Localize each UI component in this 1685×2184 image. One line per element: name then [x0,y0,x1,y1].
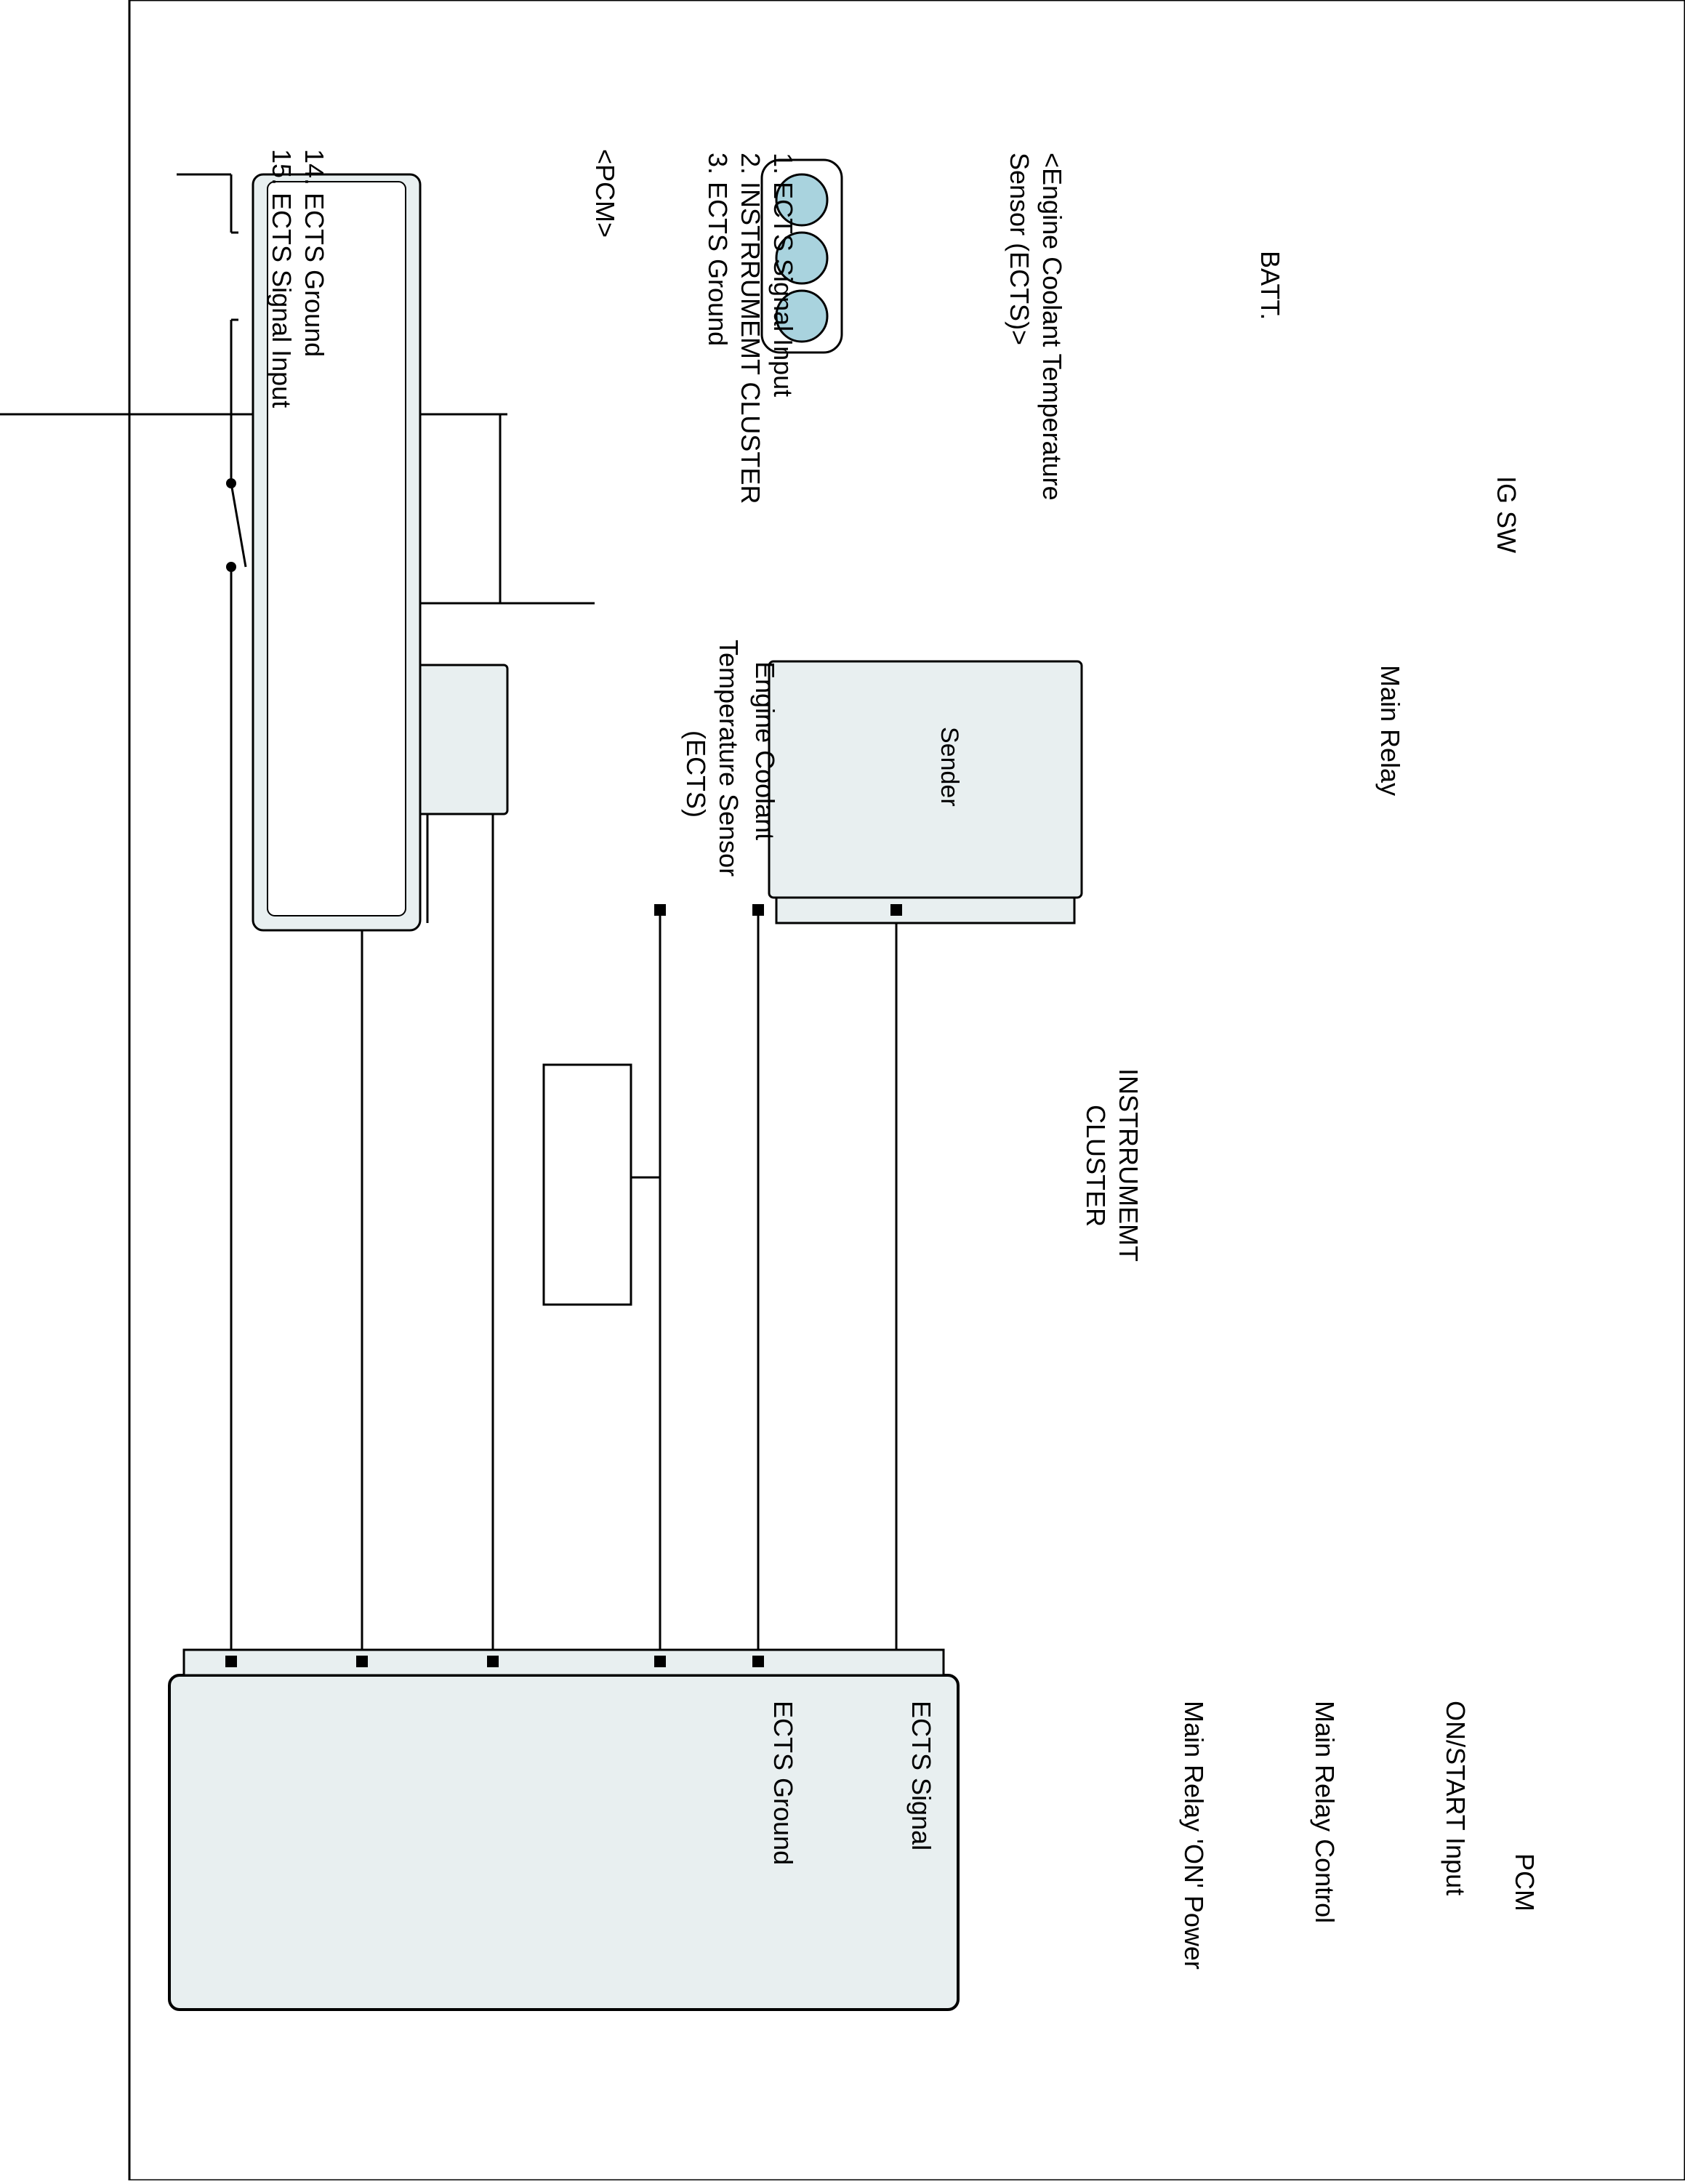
ects-connector-title-2: Sensor (ECTS)> [1005,153,1034,345]
ects-terminal-strip [775,896,1076,924]
ects-connector-title-1: <Engine Coolant Temperature [1037,153,1067,501]
ects-legend-3: 3. ECTS Ground [703,153,733,346]
ects-legend-2: 2. INSTRRUMEMT CLUSTER [736,153,765,504]
ects-label-line-1: Engine Coolant [750,661,780,840]
ects-label-line-2: Temperature Sensor [714,640,744,877]
pcm-legend-1: 14. ECTS Ground [299,149,329,357]
wires [0,173,898,1661]
pcm-terminal-main-relay-control: Main Relay Control [1310,1701,1340,1923]
ig-switch-contact-2 [226,562,236,572]
labels: BATT. IG SW Main Relay Sender Engine Coo… [267,149,1540,1970]
ig-sw-label: IG SW [1492,476,1521,553]
ects-legend-1: 1. ECTS Signal Input [768,153,798,397]
rotated-schematic [0,158,1083,2011]
pcm-terminal-strip [182,1648,945,1677]
pcm-legend-2: 15. ECTS Signal Input [267,149,297,408]
ects-connector-face [760,158,843,354]
pcm-box [168,1674,960,2011]
pcm-terminal-ects-signal: ECTS Signal [906,1701,936,1850]
terminal-pins [225,904,902,1667]
pcm-connector-face [252,173,422,932]
cluster-label-line-2: CLUSTER [1081,1105,1111,1227]
cluster-label-line-1: INSTRRUMEMT [1114,1068,1143,1262]
instrument-cluster-box [542,1063,632,1306]
sender-label: Sender [936,727,963,807]
ig-switch [230,483,247,568]
main-relay-label: Main Relay [1375,665,1405,796]
ects-component [768,660,1083,899]
pcm-terminal-on-start: ON/START Input [1441,1701,1471,1895]
ects-label-line-3: (ECTS) [681,730,711,818]
pcm-terminal-main-relay-on-power: Main Relay 'ON' Power [1179,1701,1209,1970]
pcm-title: PCM [1510,1853,1540,1911]
ig-switch-contact-1 [226,478,236,488]
batt-label: BATT. [1255,251,1285,320]
pcm-terminal-ects-ground: ECTS Ground [768,1701,798,1865]
pcm-connector-title: <PCM> [590,149,620,238]
